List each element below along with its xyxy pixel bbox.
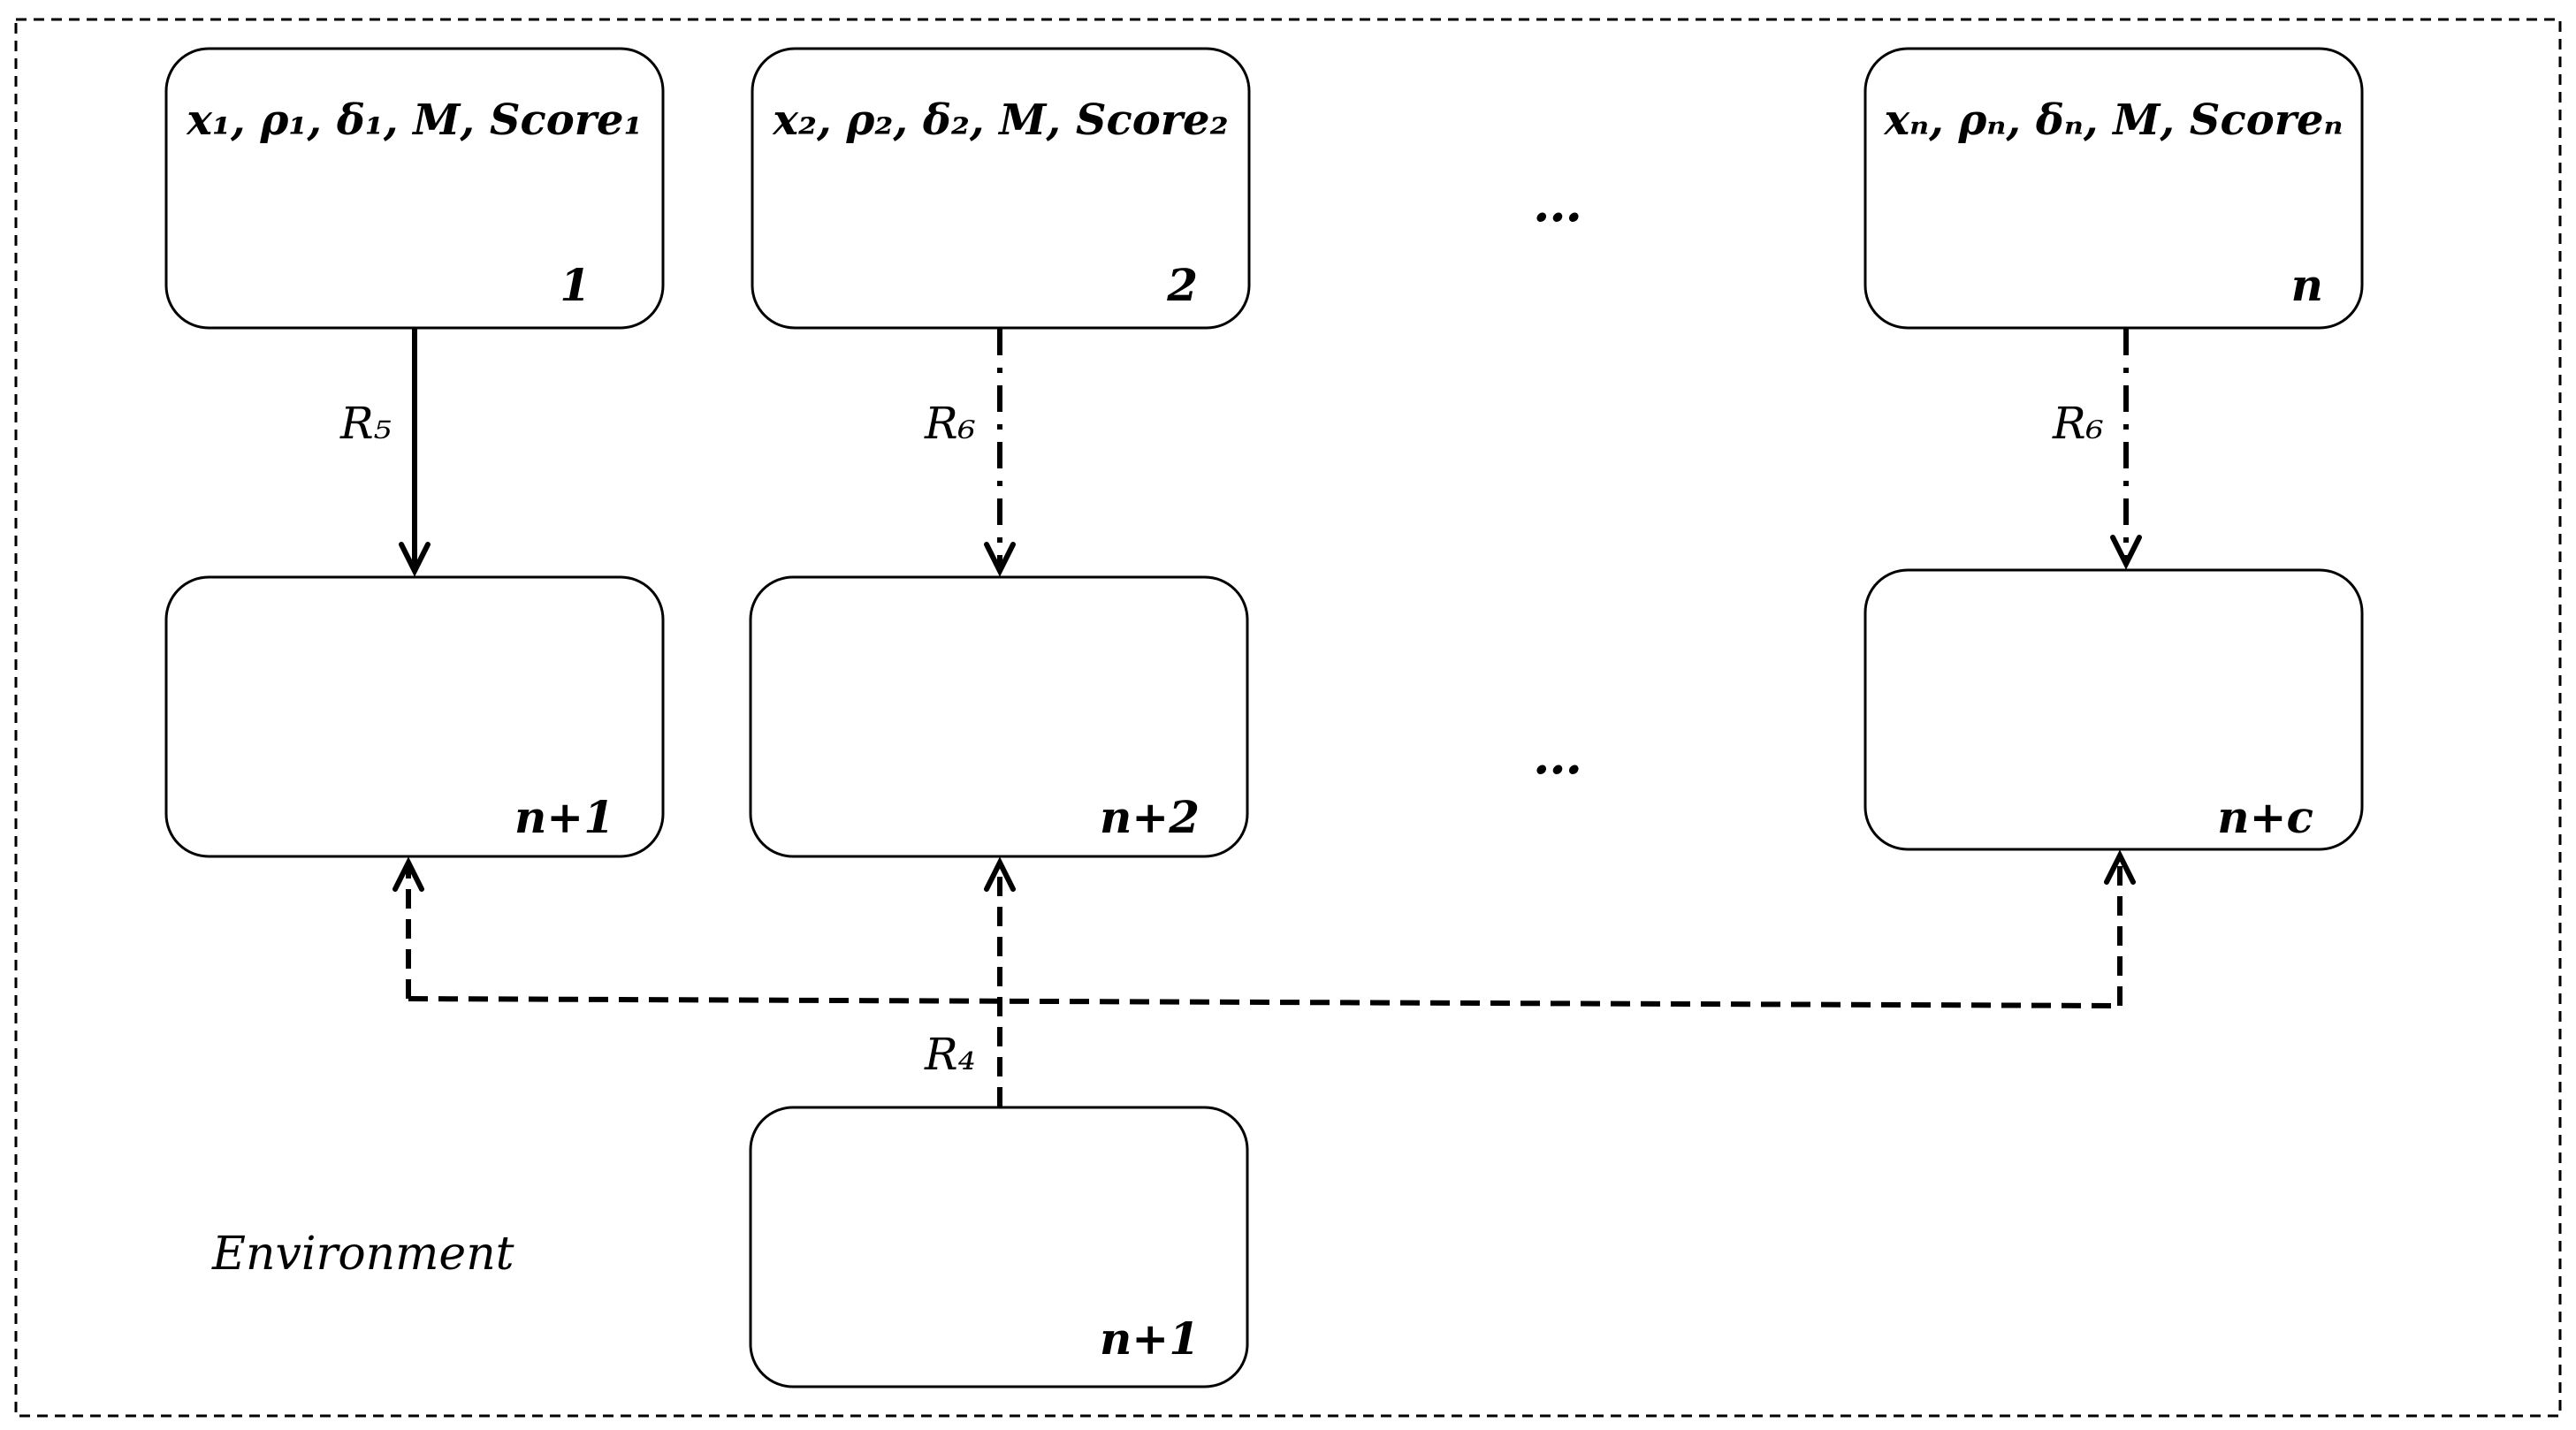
middle-node-n-plus-c: n+c [1863, 568, 2364, 851]
top-node-2: x₂, ρ₂, δ₂, M, Score₂ 2 [751, 47, 1251, 330]
middle-node-n-plus-2: n+2 [749, 575, 1249, 858]
edge-r6-a-label: R₆ [924, 398, 976, 449]
middle-node-n-plus-c-id: n+c [2217, 791, 2313, 843]
edge-r6-a [984, 329, 1016, 577]
middle-node-n-plus-1-id: n+1 [514, 791, 614, 843]
top-node-2-label: x₂, ρ₂, δ₂, M, Score₂ [772, 95, 1228, 145]
edge-r4 [392, 849, 2136, 1107]
top-node-1-id: 1 [560, 259, 591, 311]
middle-node-n-plus-2-id: n+2 [1100, 791, 1200, 843]
edge-r6-b-label: R₆ [2052, 398, 2104, 449]
middle-row-ellipsis: … [1533, 727, 1582, 786]
environment-frame [14, 18, 2562, 1418]
bottom-node-n-plus-1-id: n+1 [1100, 1312, 1200, 1365]
bottom-node-n-plus-1: n+1 [749, 1106, 1249, 1388]
top-node-2-id: 2 [1166, 259, 1198, 311]
top-node-n-id: n [2291, 259, 2323, 311]
top-node-n-label: xₙ, ρₙ, δₙ, M, Scoreₙ [1883, 95, 2343, 145]
top-row-ellipsis: … [1533, 175, 1582, 233]
edge-r4-label: R₄ [924, 1029, 976, 1080]
edge-r5-label: R₅ [339, 398, 392, 449]
edge-r5 [399, 329, 431, 577]
environment-label: Environment [211, 1228, 514, 1281]
top-node-1: x₁, ρ₁, δ₁, M, Score₁ 1 [164, 47, 665, 330]
middle-node-n-plus-1: n+1 [164, 575, 665, 858]
top-node-1-label: x₁, ρ₁, δ₁, M, Score₁ [186, 95, 642, 145]
top-node-n: xₙ, ρₙ, δₙ, M, Scoreₙ n [1863, 47, 2364, 330]
edge-r6-b [2110, 329, 2142, 570]
